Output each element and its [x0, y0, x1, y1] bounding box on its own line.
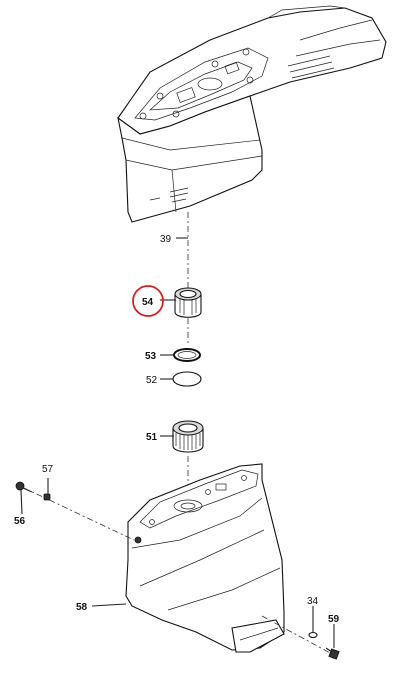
bearing-54: [174, 287, 202, 318]
label-58: 58: [76, 602, 88, 613]
label-54: 54: [142, 297, 154, 308]
label-52: 52: [146, 375, 158, 386]
shim-52: [172, 371, 202, 387]
label-59: 59: [328, 614, 340, 625]
label-56: 56: [14, 516, 26, 527]
snap-ring-53: [173, 348, 201, 362]
label-51: 51: [146, 432, 158, 443]
highlight-circle-54: [132, 285, 164, 317]
washer-34: [308, 631, 318, 639]
washer-57: [43, 493, 51, 501]
screw-axis-left: [23, 487, 135, 541]
label-34: 34: [307, 596, 319, 607]
leader-58: [91, 603, 127, 607]
screw-56: [15, 481, 33, 493]
gearcase-58: [125, 463, 285, 653]
leader-56: [20, 489, 23, 515]
label-39: 39: [160, 234, 172, 245]
screw-axis-right: [261, 615, 333, 655]
driveshaft-housing: [117, 5, 387, 223]
screw-59: [325, 647, 340, 660]
label-57: 57: [42, 464, 54, 475]
needle-bearing-51: [172, 420, 204, 453]
label-53: 53: [145, 351, 157, 362]
